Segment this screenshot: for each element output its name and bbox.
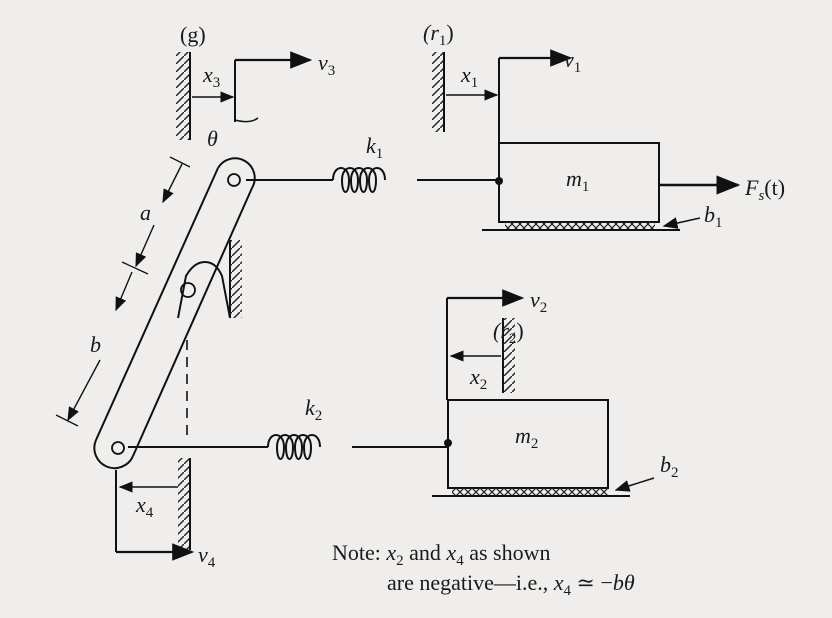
b1-leader xyxy=(662,217,701,229)
label-x2: x2 xyxy=(469,364,487,393)
label-v4: v4 xyxy=(198,542,216,571)
note-line-2: are negative—i.e., x4 ≃ −bθ xyxy=(387,570,635,599)
friction-surface-b1 xyxy=(482,222,680,231)
note-line-1: Note: x2 and x4 as shown xyxy=(332,540,550,569)
v3-reference xyxy=(192,51,313,122)
ground-r2 xyxy=(502,318,515,393)
label-ref-r2: (r2) xyxy=(493,318,524,347)
label-dim-a: a xyxy=(140,200,151,225)
label-m1: m1 xyxy=(566,166,589,195)
ground-g xyxy=(176,52,191,140)
v1-reference xyxy=(446,49,573,143)
spring-k1 xyxy=(246,167,503,193)
v4-reference xyxy=(115,470,195,561)
label-v1: v1 xyxy=(564,47,581,76)
label-ground-g: (g) xyxy=(180,22,206,47)
label-b1: b1 xyxy=(704,202,723,231)
label-ref-r1: (r1) xyxy=(423,20,454,49)
theta-arc xyxy=(234,117,259,123)
lever-bar xyxy=(93,157,256,470)
ground-r1 xyxy=(432,52,445,132)
label-theta: θ xyxy=(207,126,218,151)
b2-leader xyxy=(614,477,655,492)
friction-surface-b2 xyxy=(432,488,630,497)
label-k1: k1 xyxy=(366,133,383,162)
v2-reference xyxy=(446,289,525,400)
label-k2: k2 xyxy=(305,395,322,424)
dimension-lines xyxy=(55,156,191,427)
label-x4: x4 xyxy=(135,492,154,521)
label-b2: b2 xyxy=(660,452,679,481)
ground-lower-left xyxy=(178,458,191,550)
label-v2: v2 xyxy=(530,287,547,316)
label-force: Fs(t) xyxy=(744,175,785,204)
spring-k2 xyxy=(128,434,452,460)
label-m2: m2 xyxy=(515,423,538,452)
label-x3: x3 xyxy=(202,62,220,91)
label-v3: v3 xyxy=(318,50,335,79)
label-dim-b: b xyxy=(90,332,101,357)
label-x1: x1 xyxy=(460,62,478,91)
lever-pivot xyxy=(177,240,242,319)
